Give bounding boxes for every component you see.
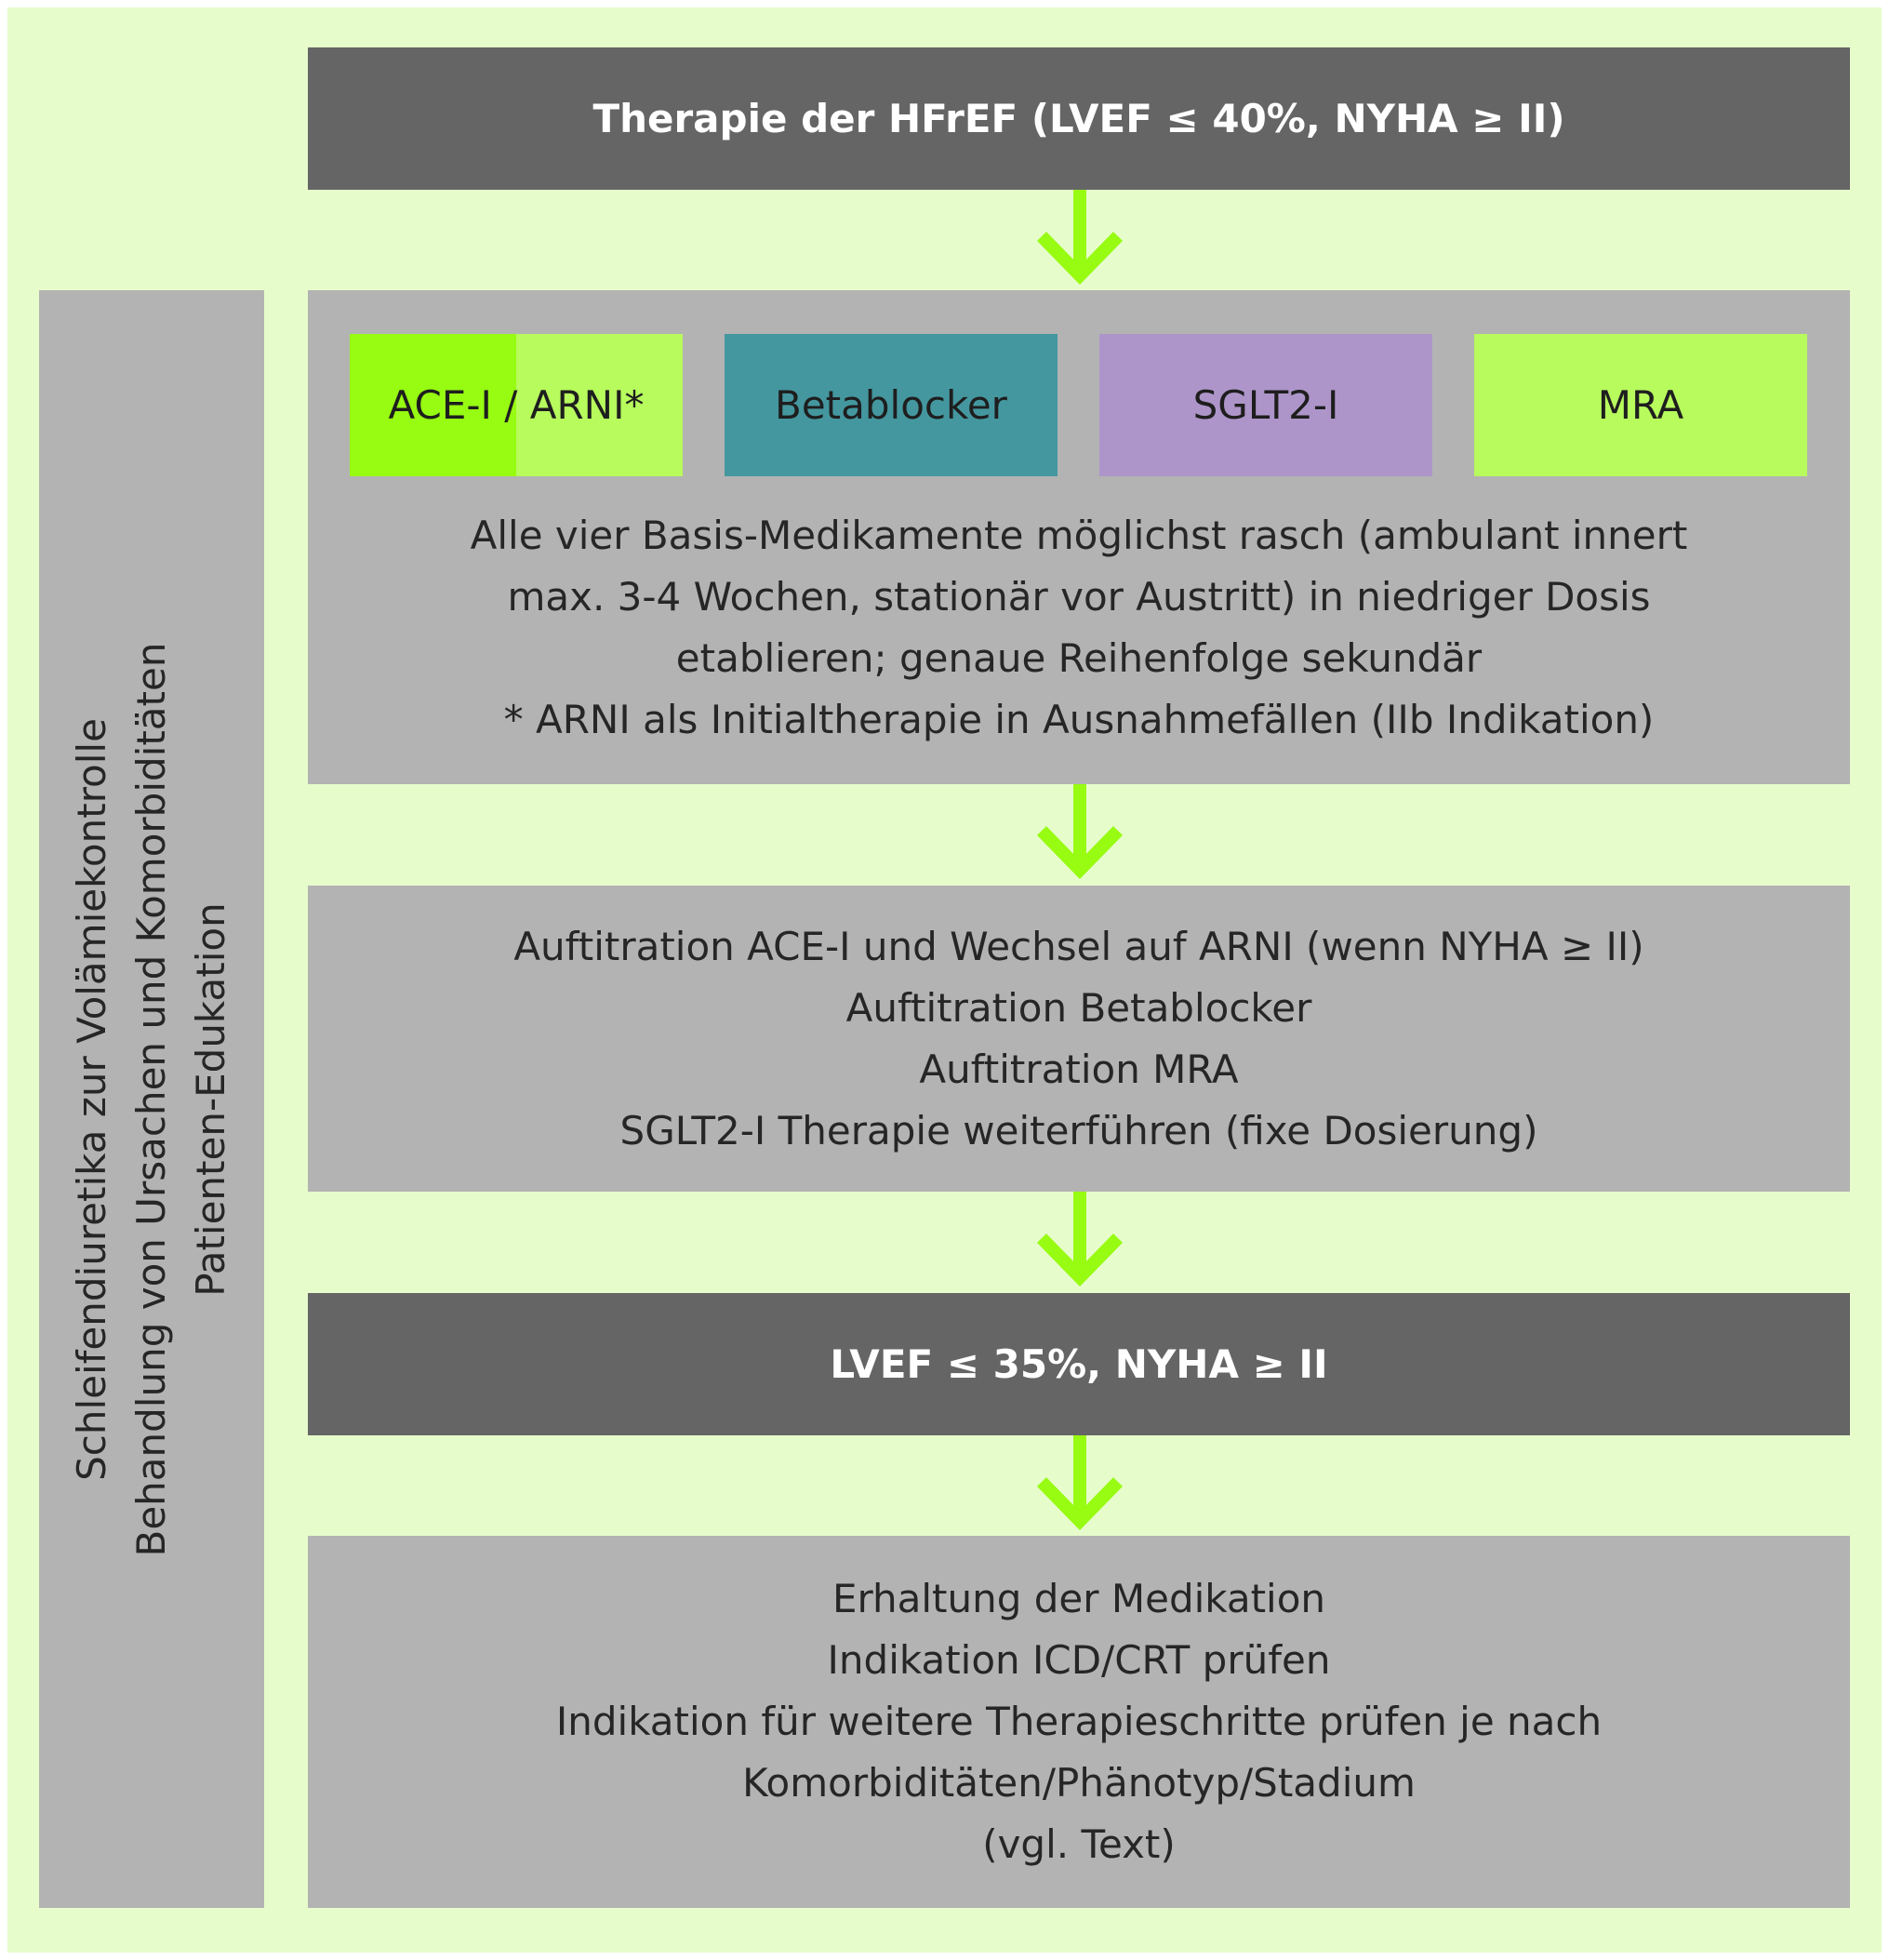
step4-line: Erhaltung der Medikation <box>831 1576 1326 1621</box>
step3-box: LVEF ≤ 35%, NYHA ≥ II <box>308 1293 1850 1435</box>
drug-sglt2: SGLT2-I <box>1099 334 1432 476</box>
step2-line: Auftitration Betablocker <box>845 984 1312 1031</box>
step4-line: Komorbiditäten/Phänotyp/Stadium <box>742 1760 1416 1806</box>
drug-mra: MRA <box>1474 334 1807 476</box>
step2-box: Auftitration ACE-I und Wechsel auf ARNI … <box>308 886 1850 1192</box>
down-arrow-icon <box>1036 190 1124 286</box>
step1-line: * ARNI als Initialtherapie in Ausnahmefä… <box>503 697 1655 742</box>
down-arrow-icon <box>1036 784 1124 880</box>
step1-text: Alle vier Basis-Medikamente möglichst ra… <box>308 502 1850 753</box>
side-panel: Schleifendiuretika zur Volämiekontrolle … <box>39 290 264 1908</box>
step1-line: max. 3-4 Wochen, stationär vor Austritt)… <box>507 574 1651 620</box>
step2-line: Auftitration MRA <box>919 1046 1239 1092</box>
drug-betablocker: Betablocker <box>725 334 1058 476</box>
step1-box: ACE-I / ARNI* Betablocker SGLT2-I MRA Al… <box>308 290 1850 784</box>
step2-line: Auftitration ACE-I und Wechsel auf ARNI … <box>513 923 1644 969</box>
header-title: Therapie der HFrEF (LVEF ≤ 40%, NYHA ≥ I… <box>592 96 1565 141</box>
step4-box: Erhaltung der Medikation Indikation ICD/… <box>308 1536 1850 1908</box>
step1-line: etablieren; genaue Reihenfolge sekundär <box>675 635 1483 681</box>
step3-title: LVEF ≤ 35%, NYHA ≥ II <box>830 1341 1328 1387</box>
side-line-diuretics: Schleifendiuretika zur Volämiekontrolle <box>69 717 114 1481</box>
down-arrow-icon <box>1036 1192 1124 1287</box>
step4-line: Indikation für weitere Therapieschritte … <box>555 1699 1603 1744</box>
drug-mra-label: MRA <box>1597 382 1684 428</box>
side-panel-text: Schleifendiuretika zur Volämiekontrolle … <box>62 309 241 1890</box>
side-line-comorbidities: Behandlung von Ursachen und Komorbidität… <box>128 642 174 1556</box>
step4-line: (vgl. Text) <box>982 1821 1176 1867</box>
drug-betablocker-label: Betablocker <box>775 382 1007 428</box>
step4-line: Indikation ICD/CRT prüfen <box>827 1637 1331 1683</box>
header-box: Therapie der HFrEF (LVEF ≤ 40%, NYHA ≥ I… <box>308 47 1850 190</box>
down-arrow-icon <box>1036 1435 1124 1531</box>
drug-ace-arni: ACE-I / ARNI* <box>350 334 683 476</box>
drug-ace-arni-label: ACE-I / ARNI* <box>388 382 645 428</box>
drug-sglt2-label: SGLT2-I <box>1192 382 1339 428</box>
side-line-education: Patienten-Edukation <box>188 901 233 1297</box>
step2-line: SGLT2-I Therapie weiterführen (fixe Dosi… <box>619 1107 1538 1153</box>
step1-line: Alle vier Basis-Medikamente möglichst ra… <box>470 513 1688 558</box>
